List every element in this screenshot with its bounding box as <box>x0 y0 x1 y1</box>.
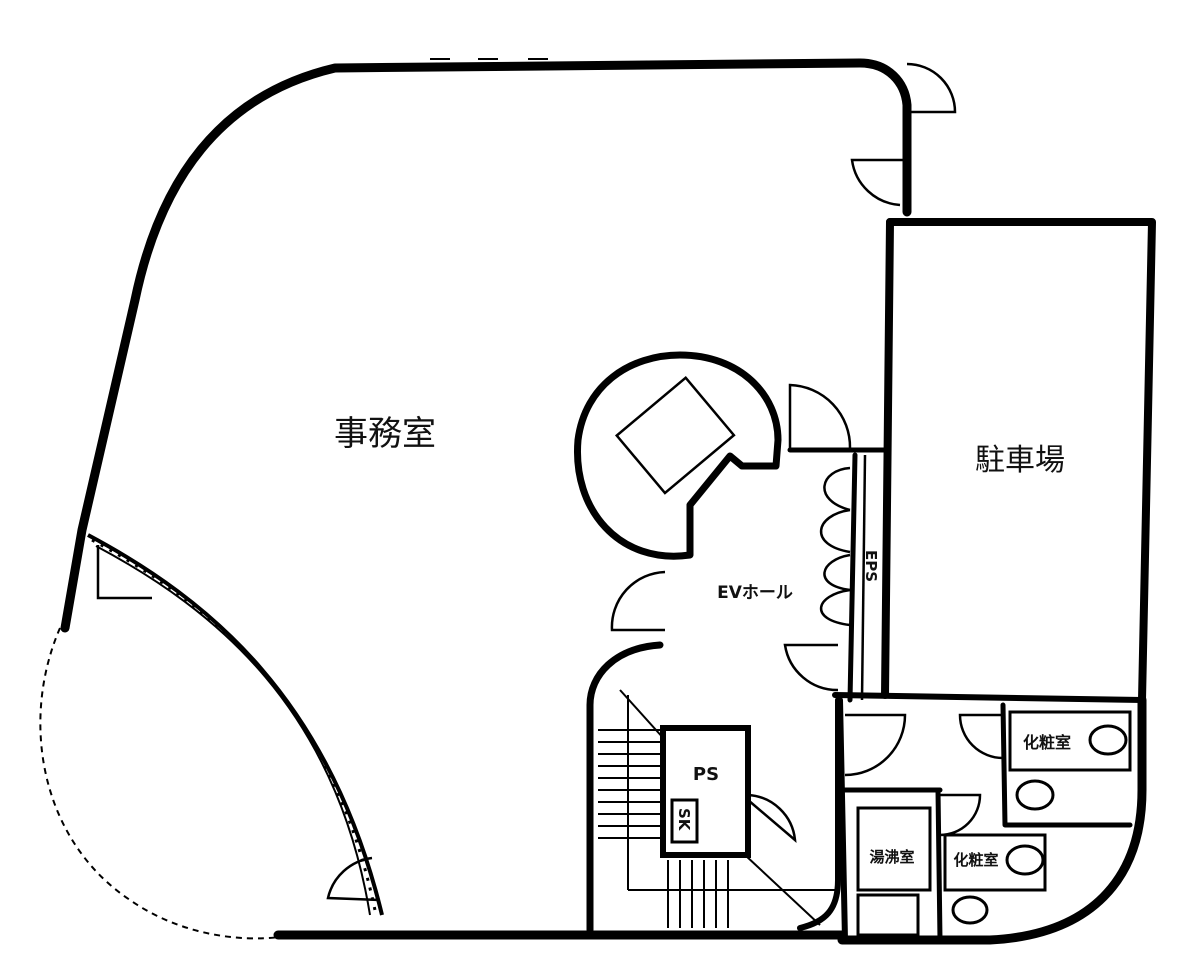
terrace-outline <box>39 627 281 940</box>
elevator-car <box>614 375 736 495</box>
restroom-label-1: 化粧室 <box>1023 733 1071 752</box>
toilet-icon <box>1088 724 1128 756</box>
window-marks-top <box>430 58 548 67</box>
ps-label: PS <box>693 764 719 785</box>
washbasin-icon <box>951 895 989 925</box>
curved-glazing-wall <box>87 533 384 916</box>
parking-label: 駐車場 <box>975 443 1065 478</box>
door-arc <box>610 570 666 632</box>
toilet-icon <box>1005 844 1045 876</box>
kitchen-label: 湯沸室 <box>869 848 914 866</box>
sk-label: SK <box>675 808 693 832</box>
restroom-label-2: 化粧室 <box>953 851 998 869</box>
office-label: 事務室 <box>334 414 436 454</box>
washbasin-icon <box>1015 779 1055 811</box>
sk-box <box>670 798 699 844</box>
ev-hall-label: EVホール <box>717 583 793 603</box>
partition-walls <box>586 218 1145 943</box>
parking-outer-wall <box>886 218 1156 704</box>
restroom-outer-wall <box>837 695 1147 945</box>
toilet-fixtures <box>856 710 1132 937</box>
door-arc <box>788 383 852 450</box>
door-arc <box>850 158 907 207</box>
outer-walls <box>60 58 1156 945</box>
elevator-core <box>574 351 782 560</box>
office-outer-wall <box>60 58 912 633</box>
parking-left-wall <box>881 218 894 699</box>
stairs <box>598 689 835 928</box>
door-arc <box>906 62 957 114</box>
ps-shaft <box>660 725 751 858</box>
eps-label: EPS <box>862 550 880 582</box>
doors <box>96 62 1004 902</box>
